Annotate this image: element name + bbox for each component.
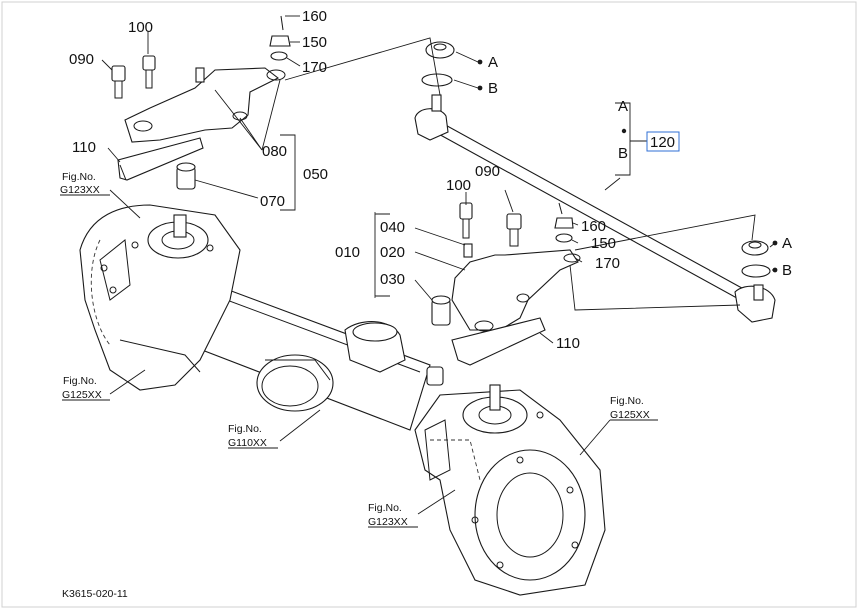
fig-ref-2-code[interactable]: G125XX [62, 389, 102, 401]
label-150-right[interactable]: 150 [591, 235, 616, 252]
label-a-right[interactable]: A [782, 235, 792, 252]
ring-b2 [741, 264, 771, 278]
label-b-top[interactable]: B [488, 80, 498, 97]
label-150-top[interactable]: 150 [302, 34, 327, 51]
plug [426, 366, 444, 386]
left-housing-hidden [90, 239, 111, 346]
selected-part-highlight [646, 131, 680, 152]
label-010[interactable]: 010 [335, 244, 360, 261]
ball-stud-right [753, 284, 764, 301]
label-040[interactable]: 040 [380, 219, 405, 236]
right-hub-flange [474, 449, 586, 581]
label-170-right[interactable]: 170 [595, 255, 620, 272]
right-knuckle-arm [431, 202, 581, 366]
left-grease-nipple [195, 67, 205, 83]
ball-stud-left [431, 94, 442, 112]
label-a-top[interactable]: A [488, 54, 498, 71]
label-170-top[interactable]: 170 [302, 59, 327, 76]
fig-ref-5-code[interactable]: G123XX [368, 516, 408, 528]
output-cap [256, 354, 334, 412]
label-b-right[interactable]: B [782, 262, 792, 279]
bolt-090b [506, 213, 522, 230]
washer-170a [270, 51, 288, 61]
label-160-right[interactable]: 160 [581, 218, 606, 235]
washer-170b [555, 233, 573, 243]
fig-ref-3-code[interactable]: G110XX [228, 437, 267, 449]
label-030[interactable]: 030 [380, 271, 405, 288]
label-120[interactable]: 120 [650, 134, 675, 151]
right-arm-body [451, 249, 579, 331]
right-grease-nipple [463, 243, 473, 258]
label-110-left[interactable]: 110 [72, 139, 96, 156]
nut-150a [269, 35, 291, 47]
bolt-090a [111, 65, 126, 82]
label-090-left[interactable]: 090 [69, 51, 94, 68]
fig-ref-4-code[interactable]: G125XX [610, 409, 650, 421]
label-110-right[interactable]: 110 [556, 335, 580, 352]
right-plate-110 [451, 317, 546, 366]
fig-ref-3-title[interactable]: Fig.No. [228, 423, 262, 435]
right-kingpin [489, 384, 501, 411]
leader-lines [101, 15, 776, 515]
nut-150b [554, 217, 574, 229]
part-labels: 160 150 170 100 090 110 080 050 070 A B … [69, 8, 792, 352]
drawing-code: K3615-020-11 [62, 588, 128, 600]
label-160-top[interactable]: 160 [302, 8, 327, 25]
bolt-100b [459, 202, 473, 220]
axle-housing [79, 204, 606, 596]
left-arm-body [124, 67, 280, 143]
label-100-left[interactable]: 100 [128, 19, 153, 36]
left-kingpin [173, 214, 187, 238]
fig-ref-1-title[interactable]: Fig.No. [62, 171, 96, 183]
bolt-100a [142, 55, 156, 71]
tie-rod-end-right [734, 285, 776, 323]
label-100-right[interactable]: 100 [446, 177, 471, 194]
label-090-right[interactable]: 090 [475, 163, 500, 180]
fig-ref-4-title[interactable]: Fig.No. [610, 395, 644, 407]
label-120-a[interactable]: A [618, 98, 628, 115]
fig-ref-5-title[interactable]: Fig.No. [368, 502, 402, 514]
label-070[interactable]: 070 [260, 193, 285, 210]
figure-references: Fig.No. G123XX Fig.No. G125XX Fig.No. G1… [60, 171, 658, 528]
label-020[interactable]: 020 [380, 244, 405, 261]
left-knuckle-arm [111, 15, 291, 190]
fig-ref-2-title[interactable]: Fig.No. [63, 375, 97, 387]
fig-ref-1-code[interactable]: G123XX [60, 184, 100, 196]
left-plate-110 [117, 137, 204, 181]
label-080[interactable]: 080 [262, 143, 287, 160]
label-050[interactable]: 050 [303, 166, 328, 183]
label-120-b[interactable]: B [618, 145, 628, 162]
